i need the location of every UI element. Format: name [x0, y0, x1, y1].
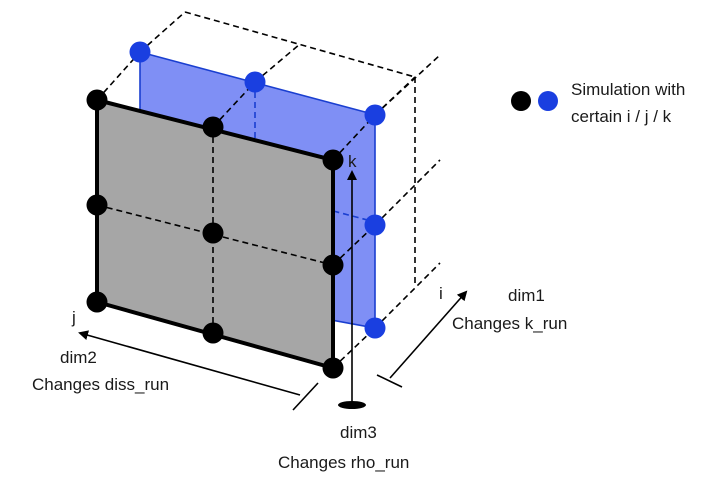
simulation-point-black — [202, 116, 224, 138]
simulation-point-black — [86, 89, 108, 111]
dim1-description: Changes k_run — [452, 314, 567, 333]
legend: Simulation with certain i / j / k — [511, 80, 685, 126]
simulation-point-blue — [244, 71, 266, 93]
dim3-description: Changes rho_run — [278, 453, 409, 472]
simulation-point-blue — [364, 104, 386, 126]
i-axis-letter: i — [439, 284, 443, 303]
simulation-point-black — [202, 222, 224, 244]
simulation-point-black — [322, 149, 344, 171]
dim2-description: Changes diss_run — [32, 375, 169, 394]
j-axis-arrow — [78, 330, 301, 396]
k-axis: k dim3 Changes rho_run — [278, 152, 409, 472]
legend-blue-marker — [538, 91, 558, 111]
simulation-point-blue — [364, 317, 386, 339]
j-axis: j dim2 Changes diss_run — [32, 308, 319, 411]
k-axis-letter: k — [348, 152, 357, 171]
simulation-point-black — [202, 322, 224, 344]
simulation-point-blue — [364, 214, 386, 236]
dim2-label: dim2 — [60, 348, 97, 367]
i-axis-arrow — [389, 290, 468, 379]
simulation-point-black — [86, 291, 108, 313]
j-axis-letter: j — [71, 308, 76, 327]
legend-text-line1: Simulation with — [571, 80, 685, 99]
dim3-label: dim3 — [340, 423, 377, 442]
i-axis: i dim1 Changes k_run — [376, 284, 567, 388]
simulation-point-black — [86, 194, 108, 216]
legend-text-line2: certain i / j / k — [571, 107, 672, 126]
simulation-point-black — [322, 254, 344, 276]
simulation-point-blue — [129, 41, 151, 63]
far-dashed-wireframe — [96, 11, 441, 329]
simulation-points — [86, 41, 386, 379]
simulation-point-black — [322, 357, 344, 379]
legend-black-marker — [511, 91, 531, 111]
dim1-label: dim1 — [508, 286, 545, 305]
